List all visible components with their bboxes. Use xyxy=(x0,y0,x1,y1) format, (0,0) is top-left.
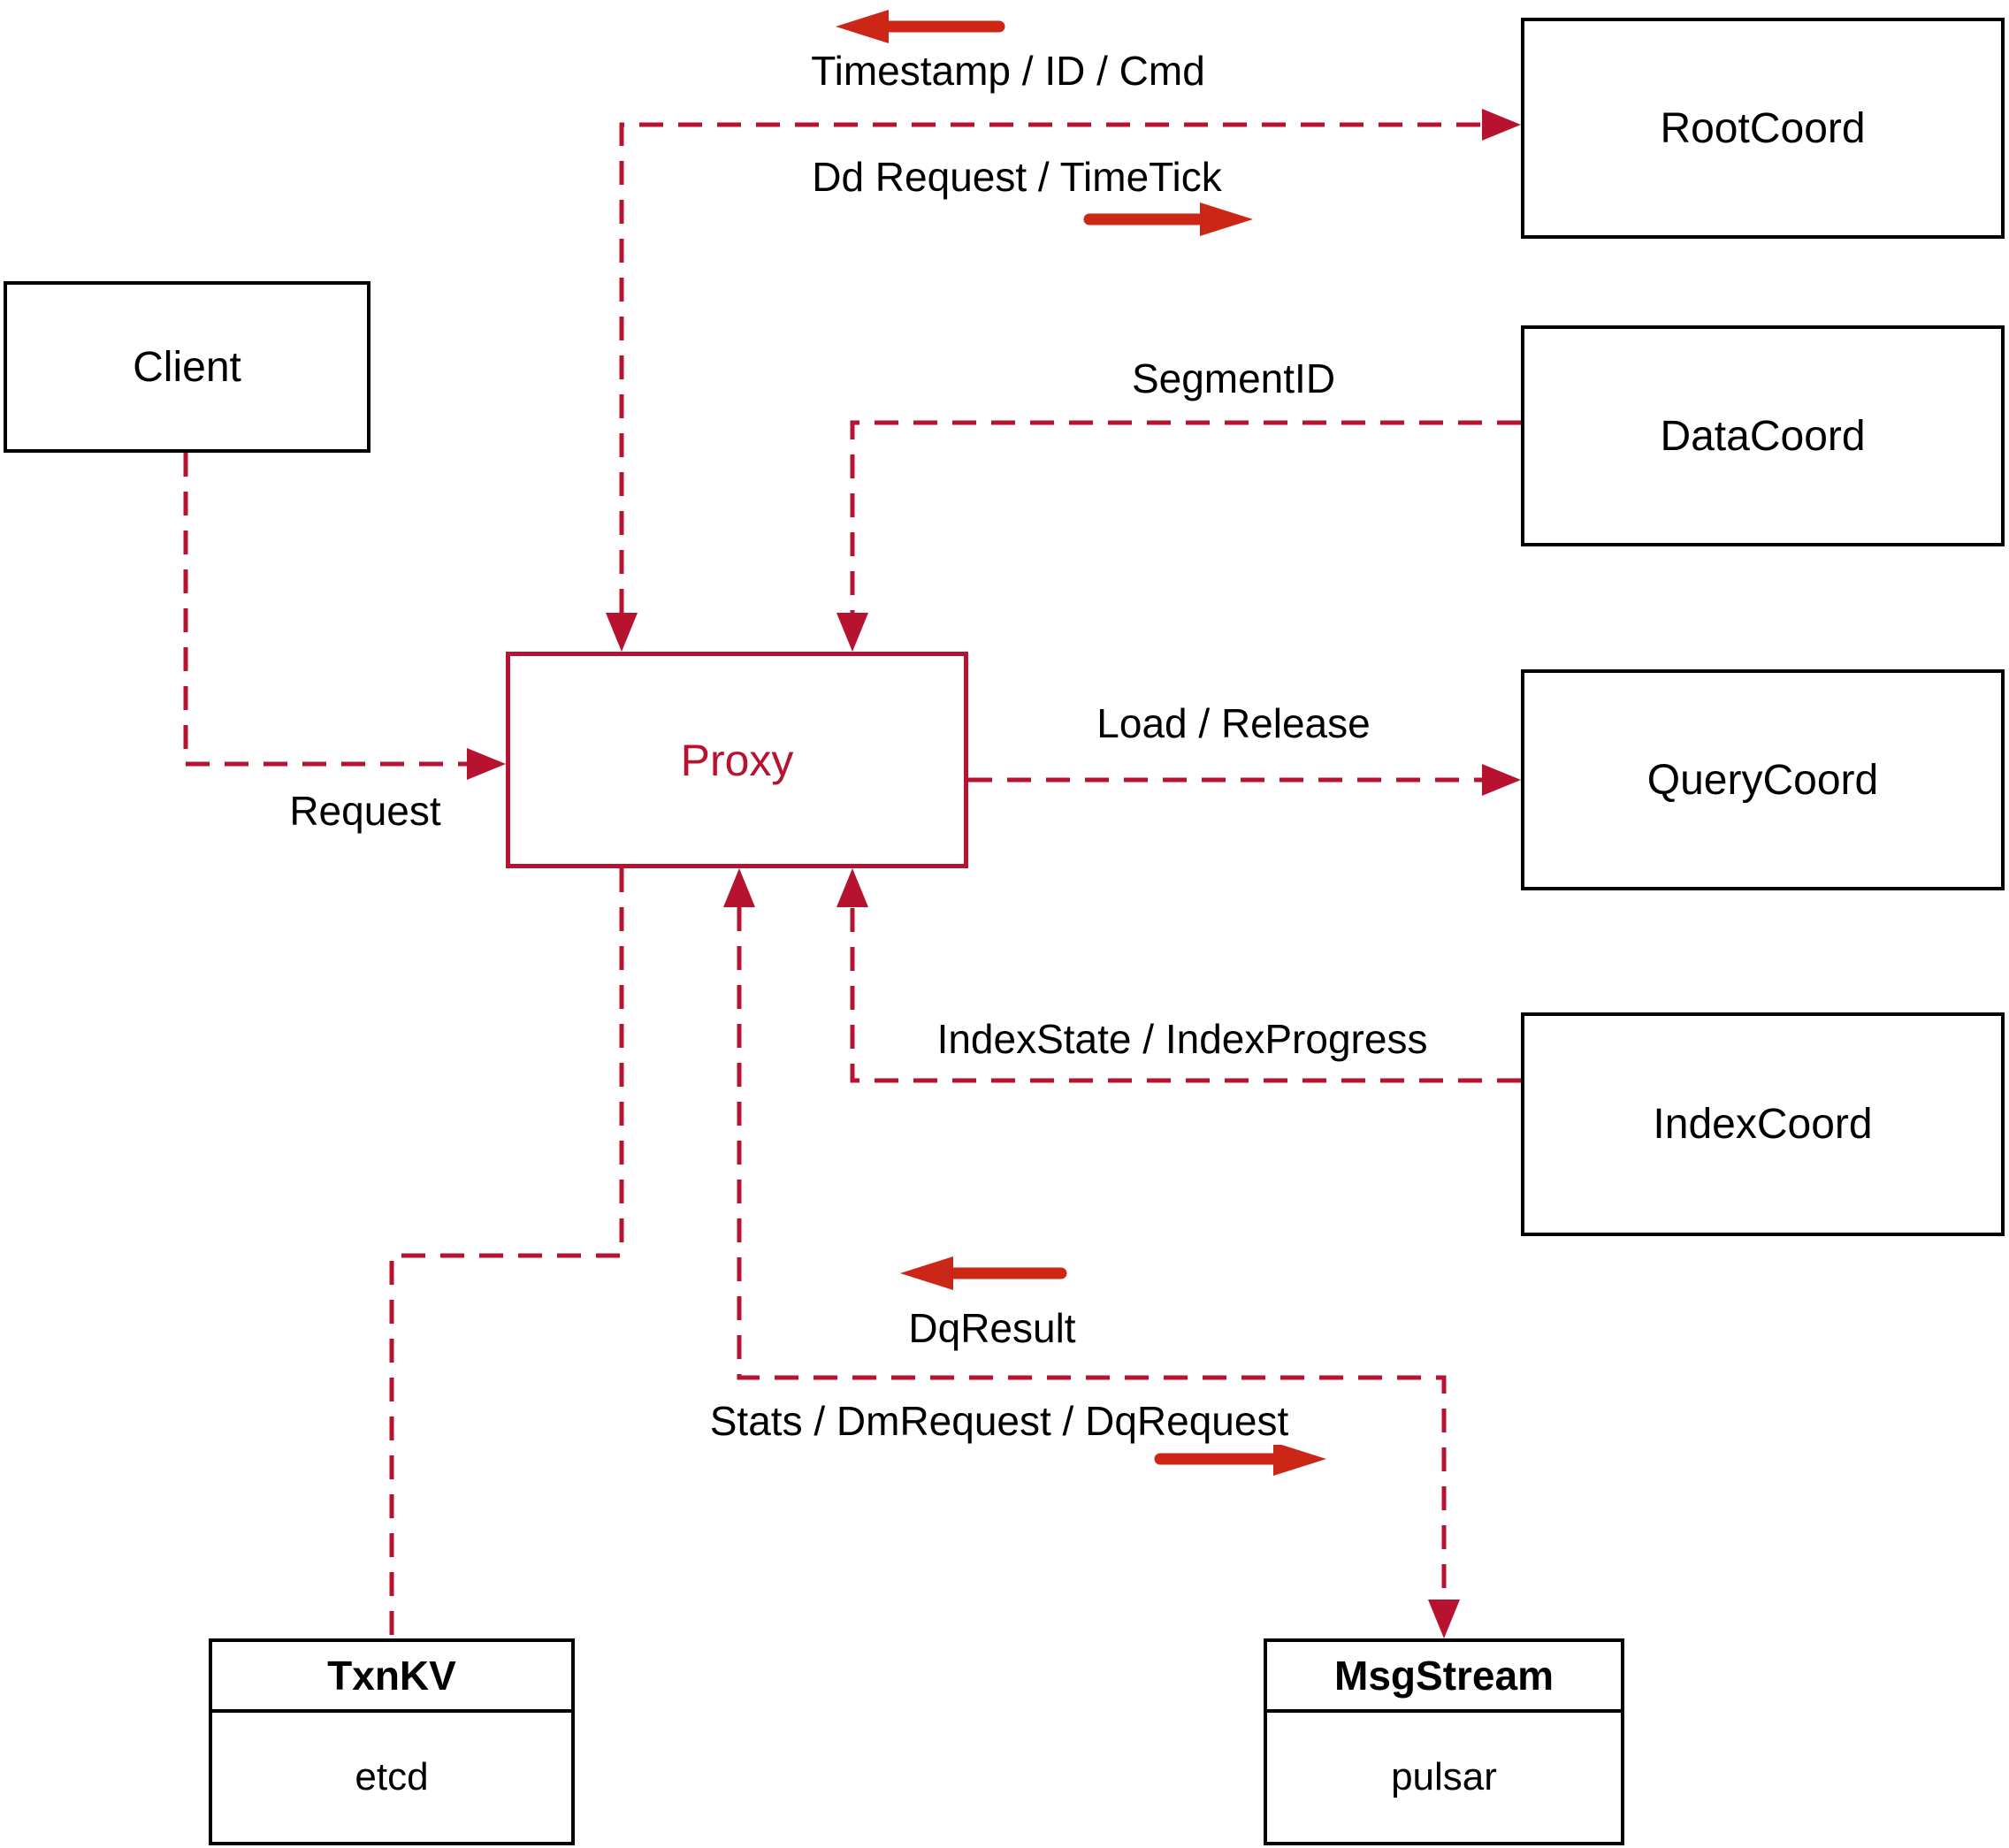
msgstream-node-subtitle: pulsar xyxy=(1391,1755,1497,1798)
edge-client-proxy xyxy=(183,453,467,767)
proxy-node: Proxy xyxy=(506,652,968,868)
edge-label-timestamp-id-cmd: Timestamp / ID / Cmd xyxy=(806,47,1211,95)
arrowhead-into-proxy-left xyxy=(467,748,506,780)
rootcoord-node: RootCoord xyxy=(1521,18,2005,239)
edge-label-stats-dmrequest-dqrequest: Stats / DmRequest / DqRequest xyxy=(704,1397,1295,1445)
querycoord-node: QueryCoord xyxy=(1521,669,2005,890)
proxy-node-label: Proxy xyxy=(680,735,794,785)
flow-arrow-left-icon xyxy=(900,1256,1067,1290)
arrowhead-into-querycoord xyxy=(1482,764,1521,796)
edge-label-dq-result: DqResult xyxy=(903,1304,1081,1352)
txnkv-node: TxnKV etcd xyxy=(209,1638,575,1845)
datacoord-node: DataCoord xyxy=(1521,325,2005,546)
edge-label-segment-id: SegmentID xyxy=(1126,355,1341,402)
edge-label-dd-request-timetick: Dd Request / TimeTick xyxy=(806,153,1227,201)
flow-arrow-right-icon xyxy=(1154,1442,1326,1476)
flow-arrow-right-icon xyxy=(1083,202,1253,236)
arrowhead-into-proxy-bottom-mid xyxy=(723,868,755,907)
arrowhead-into-proxy-top-left xyxy=(606,613,638,652)
txnkv-node-subtitle: etcd xyxy=(355,1755,429,1798)
arrowhead-into-proxy-bottom-right xyxy=(836,868,868,907)
msgstream-node: MsgStream pulsar xyxy=(1264,1638,1624,1845)
flow-arrow-left-icon xyxy=(836,10,1005,43)
arrowhead-into-rootcoord xyxy=(1482,109,1521,141)
edge-proxy-txnkv xyxy=(389,868,624,1638)
datacoord-node-label: DataCoord xyxy=(1660,412,1866,460)
client-node: Client xyxy=(4,281,370,453)
indexcoord-node: IndexCoord xyxy=(1521,1012,2005,1236)
txnkv-node-title: TxnKV xyxy=(212,1642,571,1713)
indexcoord-node-label: IndexCoord xyxy=(1653,1101,1873,1148)
edge-label-index-state-progress: IndexState / IndexProgress xyxy=(931,1015,1433,1063)
edge-indexcoord-proxy xyxy=(850,907,1521,1083)
edge-proxy-msgstream xyxy=(737,907,1447,1600)
edge-label-request: Request xyxy=(284,787,447,835)
querycoord-node-label: QueryCoord xyxy=(1646,756,1879,804)
arrowhead-into-proxy-top-right xyxy=(836,613,868,652)
arrowhead-into-msgstream xyxy=(1428,1600,1460,1638)
edge-datacoord-proxy xyxy=(850,420,1521,613)
msgstream-node-title: MsgStream xyxy=(1267,1642,1621,1713)
edge-proxy-rootcoord xyxy=(619,122,1482,613)
edge-label-load-release: Load / Release xyxy=(1091,699,1376,747)
client-node-label: Client xyxy=(133,343,241,391)
rootcoord-node-label: RootCoord xyxy=(1660,104,1866,152)
